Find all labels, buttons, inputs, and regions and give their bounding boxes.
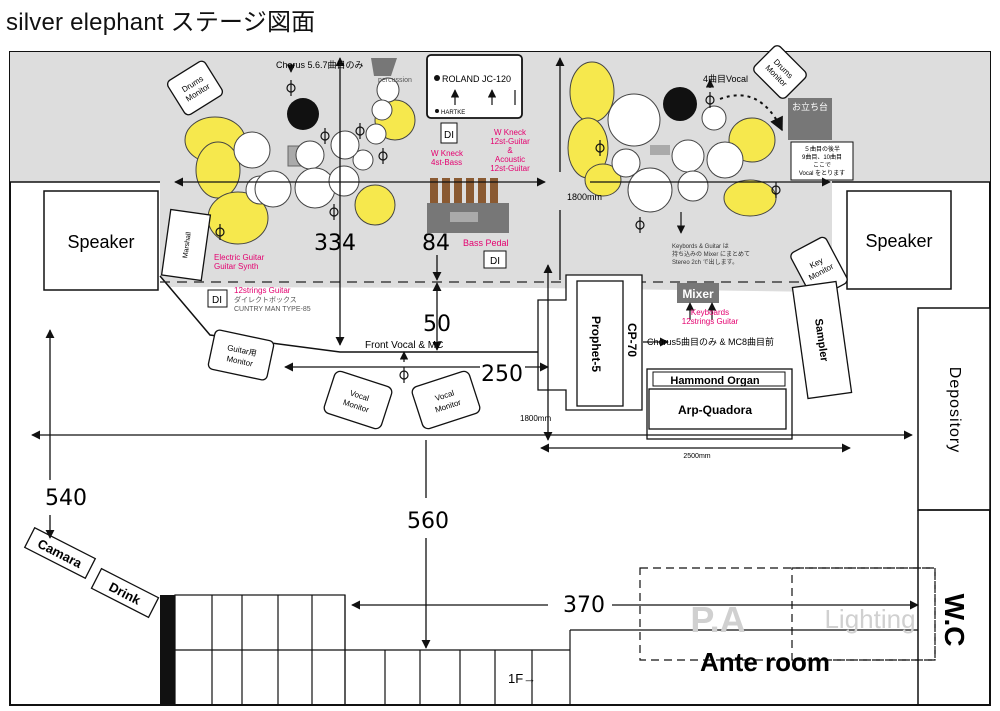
- dim-560: 560: [407, 509, 449, 534]
- percussion-label: percussion: [378, 77, 412, 84]
- strings12-label: 12strings Guitar: [234, 286, 291, 295]
- otachi-note-box: [790, 141, 854, 181]
- dim-370: 370: [563, 593, 605, 618]
- cymbal: [195, 141, 241, 199]
- country-man-label: CUNTRY MAN TYPE-85: [234, 306, 311, 313]
- speaker-right: [846, 190, 952, 290]
- drums-monitor-left: [166, 60, 224, 116]
- cymbal: [354, 184, 396, 226]
- dim-540: 540: [45, 486, 87, 511]
- ante-room-label: Ante room: [700, 647, 830, 677]
- pa-label: P.A: [690, 599, 745, 640]
- marshall-label: Marshall: [182, 231, 193, 259]
- arp-label: Arp-Quadora: [678, 403, 752, 417]
- dim-2500: 2500mm: [683, 453, 710, 460]
- speaker-left: [43, 190, 159, 291]
- floor-1f-label: 1F→: [508, 671, 536, 686]
- bass-drum-dark: [287, 98, 319, 130]
- marshall-amp: [160, 208, 212, 282]
- depository: [917, 307, 991, 511]
- page-title: silver elephant ステージ図面: [6, 9, 316, 36]
- hammond-label: Hammond Organ: [670, 375, 760, 387]
- vocal-monitor-1: [323, 370, 393, 430]
- drum-kit-right: [567, 61, 777, 217]
- vocal-4-label: 4曲目Vocal: [703, 74, 748, 84]
- otachi-platform: [788, 98, 832, 140]
- di-12strings-label: DI: [212, 295, 222, 306]
- roland-label: ROLAND JC-120: [442, 74, 511, 84]
- dim-334: 334: [314, 231, 356, 256]
- stage-front-edge: [159, 275, 545, 353]
- otachi-label: お立ち台: [792, 101, 828, 112]
- speaker-right-label: Speaker: [865, 231, 932, 251]
- drums-monitor-right: [753, 45, 807, 99]
- bass-pedal: [427, 178, 509, 233]
- drink-area: [90, 567, 160, 619]
- wc-label: W.C: [939, 594, 970, 647]
- stairs: [174, 594, 918, 706]
- stairs-rail: [160, 595, 175, 705]
- guitar-monitor: [207, 329, 275, 381]
- roland-amp: [426, 54, 523, 119]
- speaker-left-label: Speaker: [67, 232, 134, 252]
- dim-1800-left: 1800mm: [520, 414, 551, 423]
- chorus-567-label: Chorus 5.6.7曲目のみ: [276, 60, 364, 70]
- percussion-block: [371, 58, 397, 76]
- chorus-5-label: Chorus5曲目のみ & MC8曲目前: [647, 336, 774, 347]
- dim-84: 84: [422, 231, 450, 256]
- lighting-area: [791, 567, 936, 661]
- di-bass-label: DI: [444, 130, 454, 141]
- prophet-label: Prophet-5: [589, 316, 603, 372]
- cp70-label: CP-70: [625, 323, 639, 357]
- front-vocal-label: Front Vocal & MC: [365, 340, 443, 351]
- arp-quadora: [648, 388, 787, 430]
- di-12strings-box: [207, 289, 228, 308]
- sampler: [791, 280, 853, 400]
- camera-area: [23, 526, 97, 580]
- prophet5: [576, 280, 624, 407]
- dim-1800-top: 1800mm: [567, 192, 602, 202]
- mixer-label: Mixer: [682, 287, 714, 301]
- vocal-monitor-2: [411, 370, 481, 430]
- hartke-label: HARTKE: [441, 110, 465, 116]
- depository-label: Depository: [946, 367, 963, 453]
- lighting-label: Lighting: [824, 604, 915, 634]
- mixer: [677, 283, 719, 303]
- di-bass-box: [440, 122, 458, 144]
- mic-positions: [215, 64, 781, 383]
- di-pedal-label: DI: [490, 256, 500, 267]
- dim-50: 50: [423, 312, 451, 337]
- di-pedal-box: [483, 250, 507, 269]
- direct-box-label: ダイレクトボックス: [234, 295, 297, 304]
- dim-250: 250: [481, 362, 523, 387]
- bass-pedal-label: Bass Pedal: [463, 238, 509, 248]
